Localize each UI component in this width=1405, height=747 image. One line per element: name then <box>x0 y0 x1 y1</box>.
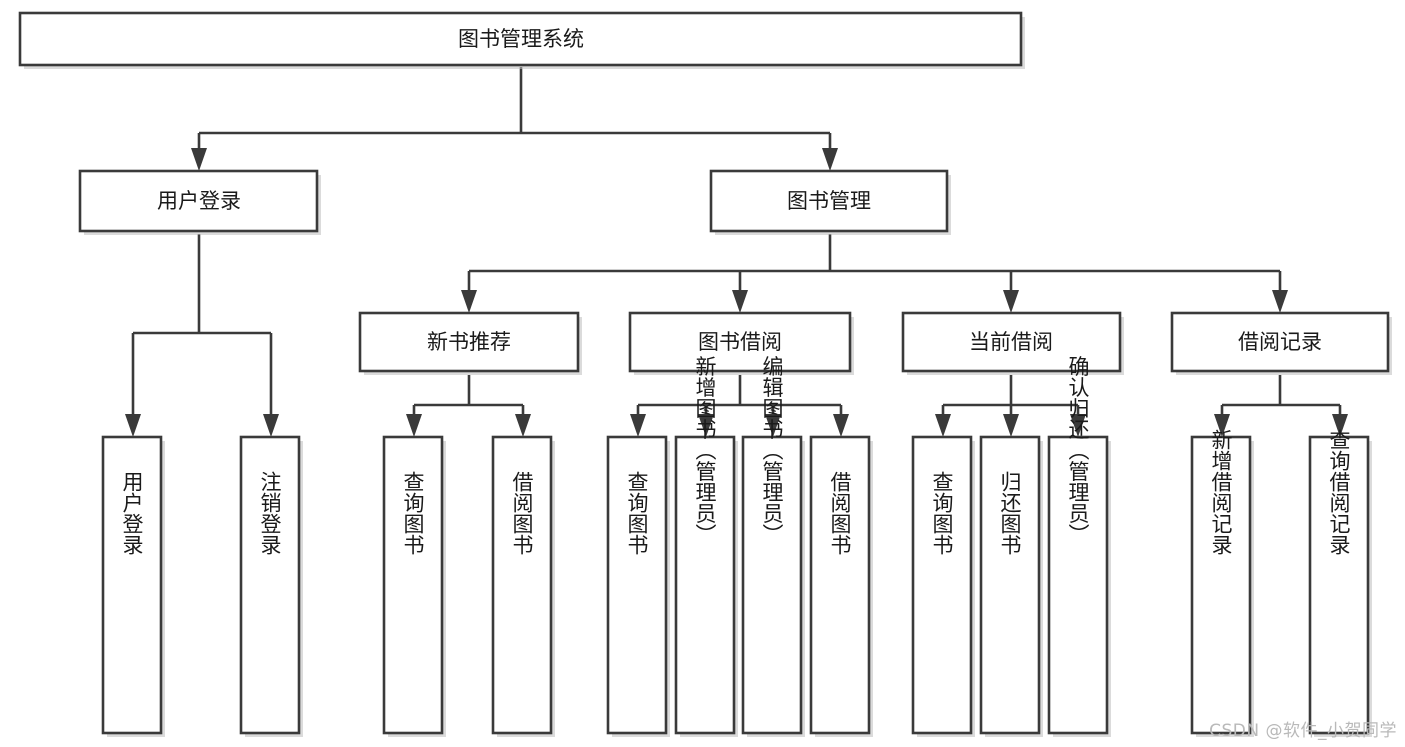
node-book-borrow[interactable]: 图书借阅 <box>628 311 854 375</box>
node-leaf-add-record[interactable]: 新增借阅记录 <box>1190 429 1254 737</box>
csdn-watermark: CSDN @软件_小贺同学 <box>1209 721 1397 741</box>
node-leaf-user-login-label: 用户登录 <box>120 471 144 555</box>
arrow-head-leaf-user-login <box>125 414 141 437</box>
node-root-box <box>18 11 1023 67</box>
node-new-book-recommend-label: 新书推荐 <box>427 330 511 354</box>
node-leaf-borrow-book-2-label: 借阅图书 <box>828 471 852 555</box>
arrow-head-current-borrow <box>1003 290 1019 313</box>
node-leaf-return-book-box <box>979 435 1041 735</box>
node-leaf-query-record-label: 查询借阅记录 <box>1327 429 1351 555</box>
arrow-head-book-manage <box>822 148 838 171</box>
arrow-head-leaf-user-logout <box>263 414 279 437</box>
node-book-manage-box <box>709 169 949 233</box>
node-borrow-record-box <box>1170 311 1390 373</box>
node-leaf-query-book-3-label: 查询图书 <box>930 471 954 555</box>
node-leaf-return-book[interactable]: 归还图书 <box>979 435 1043 737</box>
node-leaf-query-book-2[interactable]: 查询图书 <box>606 435 670 737</box>
node-leaf-borrow-book-1-box <box>491 435 553 735</box>
node-root-label: 图书管理系统 <box>458 27 584 51</box>
node-leaf-add-book[interactable]: 新增图书（管理员） <box>674 356 738 738</box>
node-leaf-user-logout-label: 注销登录 <box>258 471 282 555</box>
node-leaf-query-record[interactable]: 查询借阅记录 <box>1308 429 1372 737</box>
node-current-borrow-label: 当前借阅 <box>969 330 1053 354</box>
arrow-head-leaf-query-book-3 <box>935 414 951 437</box>
node-leaf-add-book-box <box>674 435 736 735</box>
arrow-head-leaf-borrow-book-1 <box>515 414 531 437</box>
node-user-login-label: 用户登录 <box>157 189 241 213</box>
node-leaf-add-record-box <box>1190 435 1252 735</box>
node-new-book-recommend[interactable]: 新书推荐 <box>358 311 582 375</box>
arrow-head-leaf-add-book <box>698 414 714 437</box>
node-leaf-borrow-book-2[interactable]: 借阅图书 <box>809 435 873 737</box>
node-new-book-recommend-box <box>358 311 580 373</box>
node-leaf-borrow-book-1[interactable]: 借阅图书 <box>491 435 555 737</box>
node-leaf-confirm-return-box <box>1047 435 1109 735</box>
node-root[interactable]: 图书管理系统 <box>18 11 1025 69</box>
node-leaf-query-book-3-box <box>911 435 973 735</box>
arrow-head-leaf-query-book-1 <box>406 414 422 437</box>
node-current-borrow-box <box>901 311 1122 373</box>
arrow-head-leaf-add-record <box>1214 414 1230 437</box>
node-borrow-record[interactable]: 借阅记录 <box>1170 311 1392 375</box>
node-user-login-box <box>78 169 319 233</box>
node-leaf-edit-book[interactable]: 编辑图书（管理员） <box>741 356 805 738</box>
node-leaf-borrow-book-2-box <box>809 435 871 735</box>
arrow-head-leaf-edit-book <box>765 414 781 437</box>
arrow-head-borrow-record <box>1272 290 1288 313</box>
arrow-head-user-login <box>191 148 207 171</box>
node-current-borrow[interactable]: 当前借阅 <box>901 311 1124 375</box>
node-leaf-query-book-1-label: 查询图书 <box>401 471 425 555</box>
node-book-manage[interactable]: 图书管理 <box>709 169 951 235</box>
node-leaf-edit-book-label: 编辑图书（管理员） <box>760 356 784 545</box>
arrow-head-leaf-return-book <box>1003 414 1019 437</box>
node-leaf-query-book-3[interactable]: 查询图书 <box>911 435 975 737</box>
node-book-manage-label: 图书管理 <box>787 189 871 213</box>
node-leaf-user-login-box <box>101 435 163 735</box>
node-leaf-query-book-1-box <box>382 435 444 735</box>
node-leaf-user-logout-box <box>239 435 301 735</box>
node-leaf-return-book-label: 归还图书 <box>998 471 1022 555</box>
node-leaf-add-book-label: 新增图书（管理员） <box>693 356 717 545</box>
node-book-borrow-label: 图书借阅 <box>698 330 782 354</box>
node-leaf-user-login[interactable]: 用户登录 <box>101 435 165 737</box>
node-leaf-query-book-2-box <box>606 435 668 735</box>
node-leaf-query-book-1[interactable]: 查询图书 <box>382 435 446 737</box>
node-book-borrow-box <box>628 311 852 373</box>
arrow-head-leaf-query-book-2 <box>630 414 646 437</box>
arrow-head-book-borrow <box>732 290 748 313</box>
node-borrow-record-label: 借阅记录 <box>1238 330 1322 354</box>
node-leaf-add-record-label: 新增借阅记录 <box>1209 429 1233 555</box>
arrow-head-leaf-borrow-book-2 <box>833 414 849 437</box>
node-leaf-borrow-book-1-label: 借阅图书 <box>510 471 534 555</box>
node-leaf-user-logout[interactable]: 注销登录 <box>239 435 303 737</box>
arrow-head-leaf-query-record <box>1332 414 1348 437</box>
node-leaf-confirm-return-label: 确认归还（管理员） <box>1066 356 1090 545</box>
node-leaf-edit-book-box <box>741 435 803 735</box>
node-user-login[interactable]: 用户登录 <box>78 169 321 235</box>
node-leaf-query-book-2-label: 查询图书 <box>625 471 649 555</box>
node-leaf-query-record-box <box>1308 435 1370 735</box>
node-leaf-confirm-return[interactable]: 确认归还（管理员） <box>1047 356 1111 738</box>
connector-layer <box>125 67 1348 437</box>
arrow-head-new-book-recommend <box>461 290 477 313</box>
arrow-head-leaf-confirm-return <box>1070 414 1086 437</box>
